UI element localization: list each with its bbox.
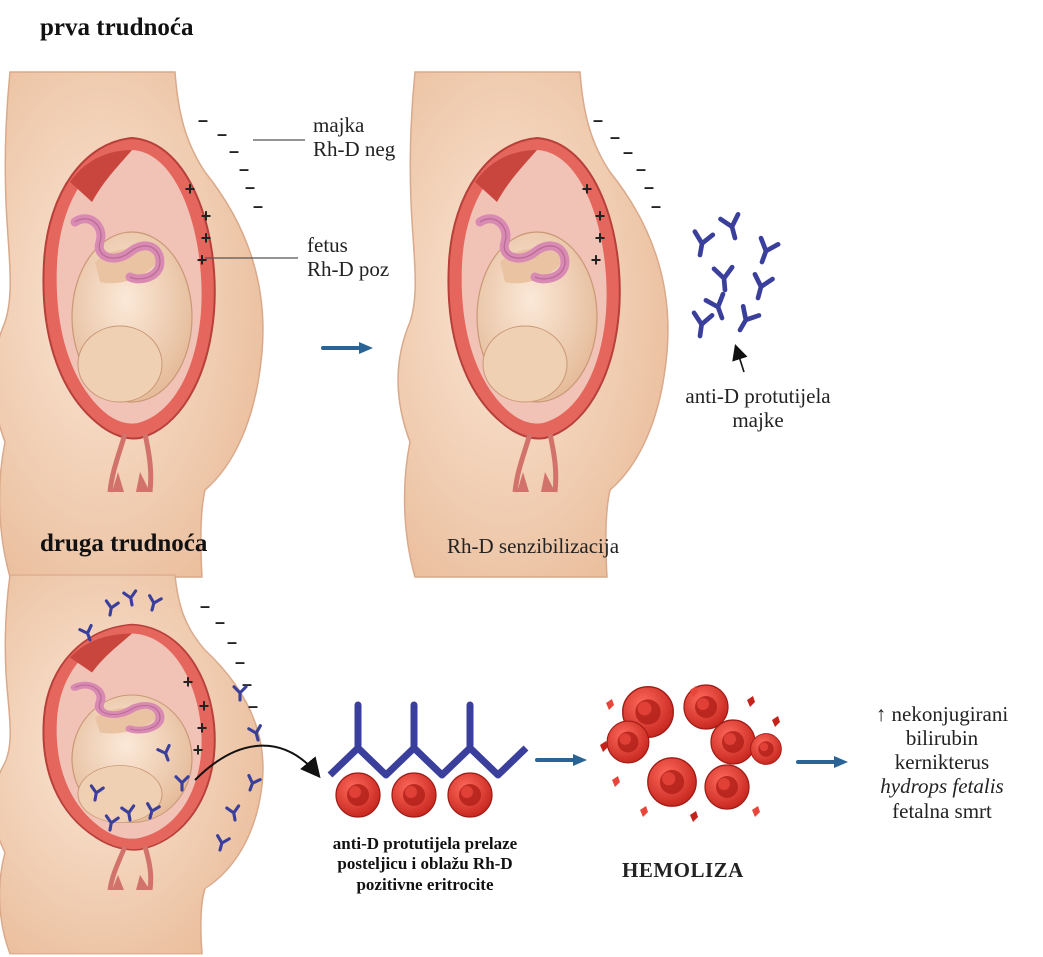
outcome-hydrops: hydrops fetalis	[848, 774, 1036, 798]
red-blood-cell-icon	[648, 758, 696, 806]
outcome-bilirubin-2: bilirubin	[848, 726, 1036, 750]
antibodies-label-line2: majke	[648, 408, 868, 432]
cell-fragment	[747, 696, 755, 707]
outcome-death: fetalna smrt	[848, 799, 1036, 823]
minus-sign: –	[593, 110, 603, 130]
minus-sign: –	[200, 596, 210, 616]
plus-sign: +	[197, 250, 208, 270]
plus-sign: +	[595, 206, 606, 226]
fetus-label-line2: Rh-D poz	[307, 257, 389, 281]
hemolysis-label: HEMOLIZA	[622, 858, 744, 882]
cell-fragment	[752, 806, 760, 817]
red-blood-cell-icon	[448, 773, 492, 817]
cell-fragment	[772, 716, 780, 727]
antibody-icon	[753, 238, 778, 265]
plus-sign: +	[197, 718, 208, 738]
antibody-icon	[691, 313, 712, 337]
antibodies-label-line1: anti-D protutijela	[648, 384, 868, 408]
mother-label-line1: majka	[313, 113, 395, 137]
pregnant-mother-first-icon	[0, 72, 263, 577]
cell-fragment	[640, 806, 648, 817]
minus-sign: –	[227, 632, 237, 652]
minus-sign: –	[253, 196, 263, 216]
antibody-icon	[691, 232, 713, 257]
plus-sign: +	[582, 179, 593, 199]
outcomes-list: ↑ nekonjugirani bilirubin kernikterus hy…	[848, 702, 1036, 823]
red-blood-cell-icon	[711, 720, 755, 764]
mother-label: majka Rh-D neg	[313, 113, 395, 161]
right-arrow-icon-2	[537, 754, 587, 766]
antibody-cluster	[691, 214, 778, 337]
plus-sign: +	[201, 228, 212, 248]
antibody-icon	[749, 274, 772, 300]
crossing-caption-line2: posteljicu i oblažu Rh-D	[300, 854, 550, 874]
crossing-caption-line3: pozitivne eritrocite	[300, 875, 550, 895]
fetus-label-line1: fetus	[307, 233, 389, 257]
plus-sign: +	[595, 228, 606, 248]
sensitization-label: Rh-D senzibilizacija	[447, 534, 619, 558]
antibodies-label: anti-D protutijela majke	[648, 384, 868, 432]
heading-first-pregnancy: prva trudnoća	[40, 14, 193, 43]
plus-sign: +	[185, 179, 196, 199]
plus-sign: +	[193, 740, 204, 760]
outcome-kernicterus: kernikterus	[848, 750, 1036, 774]
cell-fragment	[606, 699, 614, 710]
antibody-icon	[714, 267, 734, 291]
antibody-coated-rbcs	[330, 705, 526, 775]
cell-fragment	[690, 811, 698, 822]
minus-sign: –	[636, 159, 646, 179]
minus-sign: –	[623, 142, 633, 162]
plus-sign: +	[201, 206, 212, 226]
minus-sign: –	[239, 159, 249, 179]
heading-second-pregnancy: druga trudnoća	[40, 530, 207, 559]
minus-sign: –	[651, 196, 661, 216]
plus-sign: +	[199, 696, 210, 716]
crossing-caption: anti-D protutijela prelaze posteljicu i …	[300, 834, 550, 895]
red-blood-cell-icon	[607, 721, 649, 763]
red-blood-cell-icon	[684, 685, 728, 729]
minus-sign: –	[198, 110, 208, 130]
antibody-icon	[720, 214, 743, 240]
outcome-bilirubin: ↑ nekonjugirani	[848, 702, 1036, 726]
right-arrow-icon	[323, 342, 373, 354]
minus-sign: –	[217, 124, 227, 144]
minus-sign: –	[235, 652, 245, 672]
minus-sign: –	[215, 612, 225, 632]
red-blood-cell-icon	[336, 773, 380, 817]
antibody-pointer-arrow	[736, 347, 744, 372]
minus-sign: –	[229, 141, 239, 161]
coated-red-blood-cells	[336, 773, 492, 817]
minus-sign: –	[610, 127, 620, 147]
red-blood-cell-icon	[392, 773, 436, 817]
plus-sign: +	[591, 250, 602, 270]
antibody-icon	[732, 306, 759, 334]
crossing-caption-line1: anti-D protutijela prelaze	[300, 834, 550, 854]
minus-sign: –	[245, 177, 255, 197]
hemolysis-cells	[607, 685, 781, 809]
mother-label-line2: Rh-D neg	[313, 137, 395, 161]
red-blood-cell-icon	[751, 734, 782, 765]
plus-sign: +	[183, 672, 194, 692]
right-arrow-icon-3	[798, 756, 848, 768]
minus-sign: –	[248, 696, 258, 716]
cell-fragment	[612, 776, 620, 787]
minus-sign: –	[644, 177, 654, 197]
red-blood-cell-icon	[705, 765, 749, 809]
fetus-label: fetus Rh-D poz	[307, 233, 389, 281]
